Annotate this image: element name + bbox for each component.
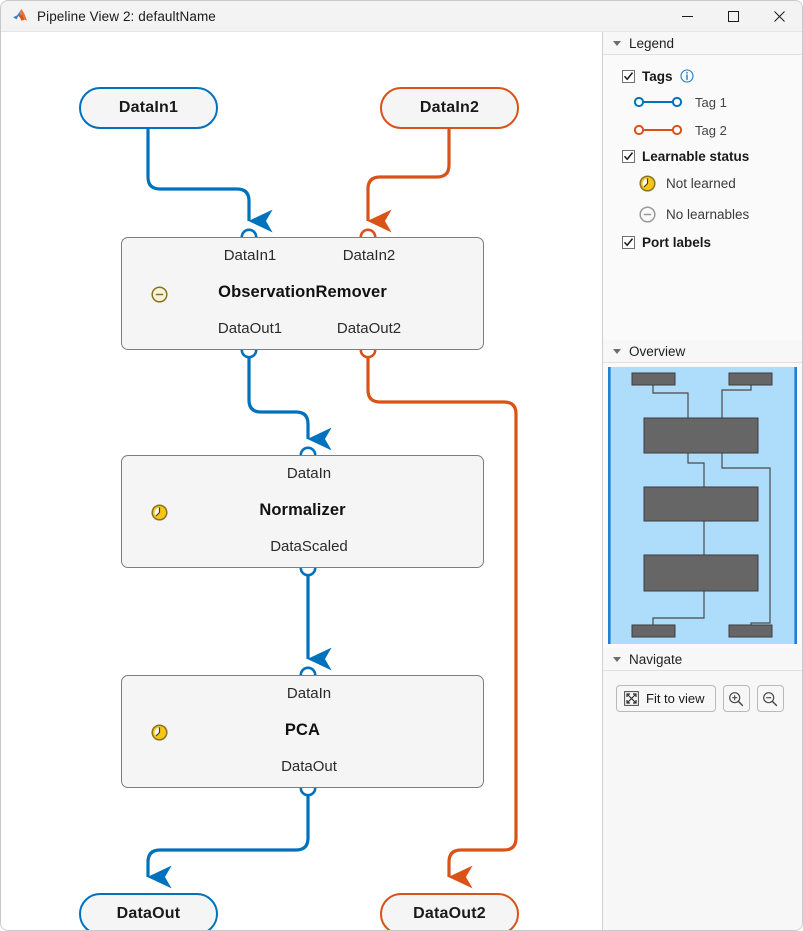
side-panel: Legend Tags (602, 32, 802, 930)
clock-icon (639, 175, 656, 192)
tag2-label: Tag 2 (695, 122, 727, 138)
minimize-button[interactable] (664, 1, 710, 32)
legend-tags-row[interactable]: Tags (603, 64, 802, 88)
legend-tag2-row: Tag 2 (603, 116, 802, 144)
legend-not-learned-row: Not learned (603, 168, 802, 199)
terminal-dataout-label: DataOut (116, 905, 181, 922)
legend-body: Tags Tag 1 (603, 55, 802, 340)
fit-to-view-button[interactable]: Fit to view (616, 685, 716, 712)
port-label-datain1: DataIn1 (223, 247, 277, 264)
zoom-out-button[interactable] (756, 685, 784, 712)
legend-header-label: Legend (629, 35, 675, 51)
port-label-datain2: DataIn2 (342, 247, 396, 264)
minimap-terminal-dataout2 (728, 624, 773, 638)
wire-datain1-to-observationremover (146, 129, 273, 233)
chevron-down-icon (613, 348, 621, 354)
terminal-dataout2-label: DataOut2 (413, 905, 486, 922)
terminal-dataout2[interactable]: DataOut2 (380, 893, 519, 930)
tags-label: Tags (642, 68, 673, 84)
maximize-button[interactable] (710, 1, 756, 32)
legend-learnable-status-row[interactable]: Learnable status (603, 144, 802, 168)
zoom-in-button[interactable] (722, 685, 750, 712)
minimap-terminal-dataout (631, 624, 676, 638)
port-labels-checkbox[interactable] (622, 235, 635, 249)
window-title: Pipeline View 2: defaultName (37, 8, 216, 24)
no-learnables-label: No learnables (666, 207, 750, 222)
fit-to-view-icon (624, 691, 639, 706)
terminal-datain1-label: DataIn1 (118, 99, 179, 116)
tag2-line-icon (633, 124, 683, 136)
legend-no-learnables-row: No learnables (603, 199, 802, 230)
matlab-icon (13, 9, 27, 21)
fit-to-view-label: Fit to view (646, 691, 705, 706)
tag1-label: Tag 1 (695, 94, 727, 110)
block-normalizer[interactable]: Normalizer DataIn DataScaled (121, 455, 484, 568)
chevron-down-icon (613, 656, 621, 662)
close-button[interactable] (756, 1, 802, 32)
legend-port-labels-row[interactable]: Port labels (603, 230, 802, 254)
clock-icon (151, 724, 168, 741)
block-observationremover-title: ObservationRemover (218, 283, 387, 301)
port-label-pca-datain: DataIn (286, 685, 332, 702)
clock-icon (151, 504, 168, 521)
block-observationremover[interactable]: ObservationRemover DataIn1 DataIn2 DataO… (121, 237, 484, 350)
info-icon[interactable] (679, 69, 694, 83)
minimap-block-normalizer (643, 486, 759, 522)
navigate-header-label: Navigate (629, 651, 683, 667)
navigate-controls: Fit to view (603, 685, 802, 712)
wire-pca-to-dataout (146, 788, 310, 889)
circle-minus-icon (639, 206, 656, 223)
overview-minimap[interactable] (603, 363, 802, 648)
learnable-status-checkbox[interactable] (622, 149, 635, 163)
tag1-line-icon (633, 96, 683, 108)
chevron-down-icon (613, 40, 621, 46)
circle-minus-icon (151, 286, 168, 303)
port-label-dataout1: DataOut1 (217, 320, 283, 337)
tags-checkbox[interactable] (622, 69, 635, 83)
minimap-terminal-datain1 (631, 372, 676, 386)
wire-observationremover-to-dataout2 (366, 350, 518, 889)
overview-header-label: Overview (629, 343, 686, 359)
terminal-datain2[interactable]: DataIn2 (380, 87, 519, 129)
wire-datain2-to-observationremover (366, 129, 451, 233)
title-bar: Pipeline View 2: defaultName (1, 1, 802, 32)
block-pca[interactable]: PCA DataIn DataOut (121, 675, 484, 788)
pipeline-canvas[interactable]: DataIn1 DataIn2 DataOut DataOut2 Observa… (1, 32, 602, 930)
window-controls (664, 1, 802, 32)
port-label-pca-dataout: DataOut (281, 758, 337, 775)
window-body: DataIn1 DataIn2 DataOut DataOut2 Observa… (1, 32, 802, 930)
port-label-normalizer-datain: DataIn (286, 465, 332, 482)
port-label-normalizer-datascaled: DataScaled (270, 538, 348, 555)
minimap-block-observationremover (643, 417, 759, 454)
navigate-panel-header[interactable]: Navigate (603, 648, 802, 671)
minimap-terminal-datain2 (728, 372, 773, 386)
minimap-block-pca (643, 554, 759, 592)
wire-observationremover-to-normalizer (247, 350, 332, 451)
navigate-body: Fit to view (603, 671, 802, 930)
legend-panel-header[interactable]: Legend (603, 32, 802, 55)
learnable-status-label: Learnable status (642, 148, 750, 164)
port-labels-label: Port labels (642, 234, 712, 250)
overview-panel-header[interactable]: Overview (603, 340, 802, 363)
block-pca-title: PCA (284, 721, 321, 739)
terminal-datain1[interactable]: DataIn1 (79, 87, 218, 129)
overview-body[interactable] (603, 363, 802, 648)
zoom-out-icon (763, 691, 778, 706)
port-label-dataout2: DataOut2 (336, 320, 402, 337)
not-learned-label: Not learned (666, 176, 736, 191)
block-normalizer-title: Normalizer (259, 501, 346, 519)
terminal-datain2-label: DataIn2 (419, 99, 480, 116)
legend-tag1-row: Tag 1 (603, 88, 802, 116)
zoom-in-icon (729, 691, 744, 706)
terminal-dataout[interactable]: DataOut (79, 893, 218, 930)
